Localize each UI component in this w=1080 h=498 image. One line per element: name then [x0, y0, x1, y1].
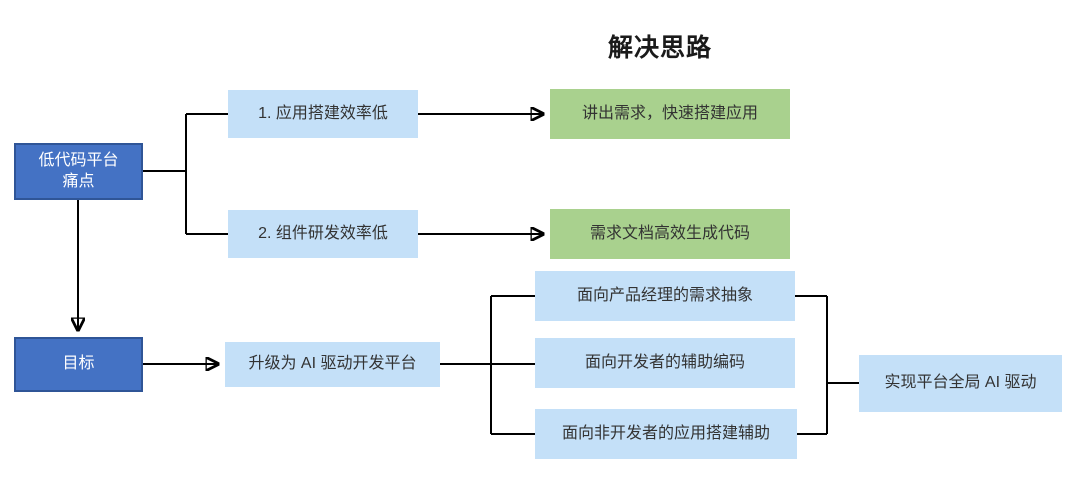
node-upgrade: 升级为 AI 驱动开发平台: [225, 342, 440, 387]
connector-capabilities-merge-to-outcome: [795, 295, 859, 435]
node-issue-1: 1. 应用搭建效率低: [228, 90, 418, 138]
node-solution-2: 需求文档高效生成代码: [550, 209, 790, 259]
node-goal: 目标: [14, 337, 143, 392]
node-pain-point: 低代码平台 痛点: [14, 143, 143, 200]
diagram-title: 解决思路: [607, 33, 712, 62]
node-capability-3: 面向非开发者的应用搭建辅助: [535, 409, 797, 459]
node-capability-1: 面向产品经理的需求抽象: [535, 271, 795, 321]
node-solution-1: 讲出需求，快速搭建应用: [550, 89, 790, 139]
connector-painpoint-branch: [143, 113, 228, 235]
connector-upgrade-branch: [440, 295, 535, 435]
node-outcome: 实现平台全局 AI 驱动: [859, 355, 1062, 412]
node-issue-2: 2. 组件研发效率低: [228, 210, 418, 258]
node-capability-2: 面向开发者的辅助编码: [535, 338, 795, 388]
